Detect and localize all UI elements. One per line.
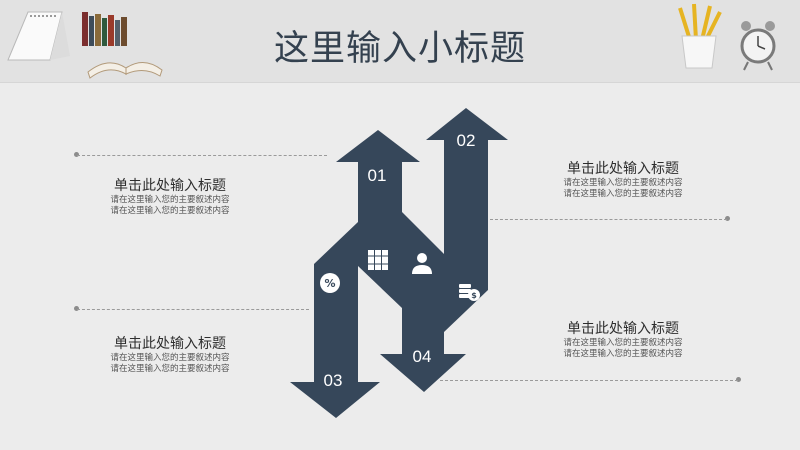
arrow-01	[336, 130, 420, 308]
arrow-04-number: 04	[413, 347, 432, 366]
text-block-02: 单击此处输入标题 请在这里输入您的主要叙述内容 请在这里输入您的主要叙述内容	[528, 160, 718, 200]
percent-icon: %	[320, 273, 340, 293]
leader-dot	[74, 306, 79, 311]
document-binders-icon	[368, 250, 388, 270]
text-line[interactable]: 请在这里输入您的主要叙述内容	[563, 189, 683, 199]
svg-text:$: $	[471, 291, 477, 300]
arrow-04	[380, 212, 466, 392]
leader-dot	[736, 377, 741, 382]
leader-line	[77, 309, 309, 310]
text-line[interactable]: 请在这里输入您的主要叙述内容	[563, 178, 683, 188]
arrow-03	[290, 222, 380, 418]
desk-calendar-icon	[7, 11, 70, 61]
text-line[interactable]: 请在这里输入您的主要叙述内容	[563, 349, 683, 359]
open-book-icon	[87, 62, 163, 79]
text-line[interactable]: 请在这里输入您的主要叙述内容	[110, 364, 230, 374]
person-icon	[412, 253, 432, 274]
text-line[interactable]: 请在这里输入您的主要叙述内容	[110, 195, 230, 205]
text-line[interactable]: 请在这里输入您的主要叙述内容	[563, 338, 683, 348]
svg-text:%: %	[324, 277, 335, 290]
leader-line	[77, 155, 327, 156]
text-block-01: 单击此处输入标题 请在这里输入您的主要叙述内容 请在这里输入您的主要叙述内容	[75, 177, 265, 217]
arrow-01-number: 01	[368, 166, 387, 185]
text-line[interactable]: 请在这里输入您的主要叙述内容	[110, 206, 230, 216]
text-block-03: 单击此处输入标题 请在这里输入您的主要叙述内容 请在这里输入您的主要叙述内容	[75, 335, 265, 375]
arrow-02	[426, 108, 508, 332]
text-line[interactable]: 请在这里输入您的主要叙述内容	[110, 353, 230, 363]
desk-decoration	[678, 3, 776, 71]
coins-dollar-icon: $	[459, 284, 480, 301]
text-heading[interactable]: 单击此处输入标题	[567, 161, 679, 177]
text-block-04: 单击此处输入标题 请在这里输入您的主要叙述内容 请在这里输入您的主要叙述内容	[528, 320, 718, 360]
text-heading[interactable]: 单击此处输入标题	[114, 178, 226, 194]
page-title: 这里输入小标题	[273, 29, 526, 69]
leader-line	[490, 219, 727, 220]
books-decoration	[7, 11, 163, 79]
arrow-02-number: 02	[457, 131, 476, 150]
books-stack-icon	[82, 12, 127, 46]
arrow-03-number: 03	[324, 371, 343, 390]
text-heading[interactable]: 单击此处输入标题	[114, 336, 226, 352]
text-heading[interactable]: 单击此处输入标题	[567, 321, 679, 337]
pencil-cup-icon	[678, 3, 722, 69]
alarm-clock-icon	[740, 21, 776, 71]
leader-dot	[725, 216, 730, 221]
leader-dot	[74, 152, 79, 157]
leader-line	[440, 380, 738, 381]
